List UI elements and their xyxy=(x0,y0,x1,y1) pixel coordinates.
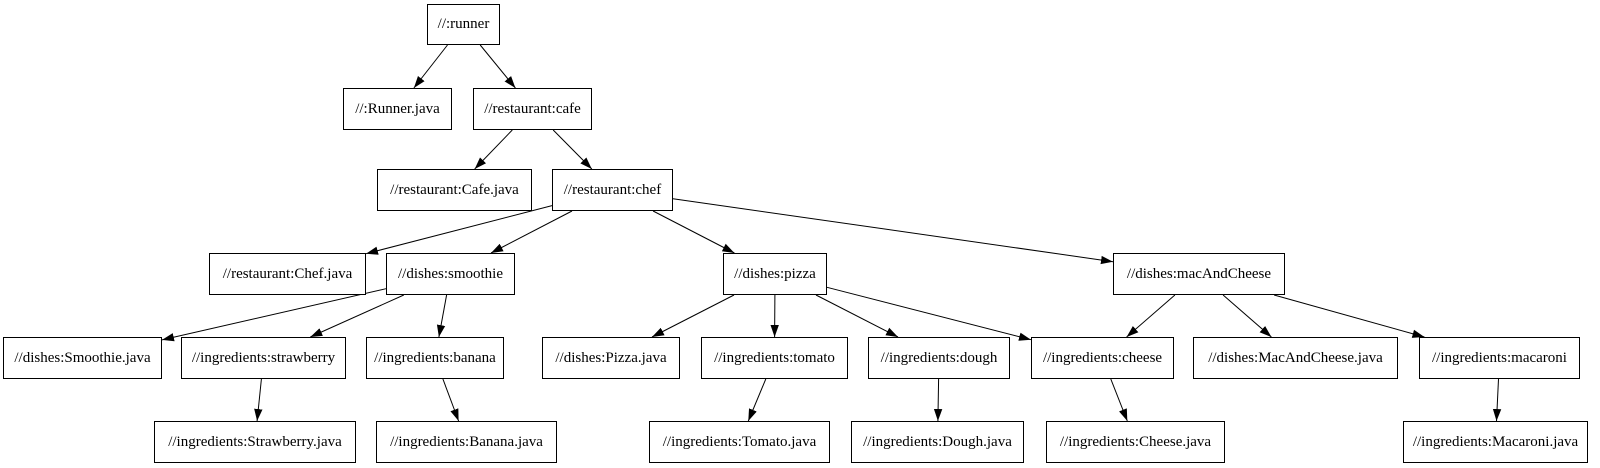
graph-node-label: //dishes:smoothie xyxy=(398,265,503,282)
graph-node-label: //restaurant:Chef.java xyxy=(222,265,353,282)
graph-edge-chef-to-smoothie xyxy=(490,210,573,254)
graph-node-smoothie: //dishes:smoothie xyxy=(386,253,515,295)
graph-edge-smoothie-to-strawberry xyxy=(310,294,405,338)
graph-node-strawberry_java: //ingredients:Strawberry.java xyxy=(154,421,356,463)
graph-node-label: //dishes:pizza xyxy=(734,265,816,282)
graph-node-label: //restaurant:Cafe.java xyxy=(390,181,519,198)
graph-node-label: //ingredients:Banana.java xyxy=(390,433,543,450)
graph-edge-pizza-to-cheese xyxy=(826,286,1032,341)
graph-node-chef_java: //restaurant:Chef.java xyxy=(209,253,366,295)
graph-node-mac_java: //dishes:MacAndCheese.java xyxy=(1193,337,1398,379)
graph-edge-chef-to-mac xyxy=(672,198,1114,265)
graph-edge-chef-to-chef_java xyxy=(365,205,553,255)
graph-edge-mac-to-cheese xyxy=(1126,294,1176,338)
graph-edge-dough-to-dough_java xyxy=(933,378,943,422)
graph-edge-cafe-to-cafe_java xyxy=(474,129,513,170)
graph-node-macaroni: //ingredients:macaroni xyxy=(1419,337,1580,379)
graph-node-cafe: //restaurant:cafe xyxy=(473,88,592,130)
graph-node-smoothie_java: //dishes:Smoothie.java xyxy=(3,337,162,379)
graph-edge-mac-to-macaroni xyxy=(1273,294,1425,338)
graph-edge-banana-to-banana_java xyxy=(442,378,460,422)
graph-edge-strawberry-to-strawberry_java xyxy=(254,378,263,422)
graph-node-runner: //:runner xyxy=(427,4,500,45)
graph-node-label: //ingredients:Cheese.java xyxy=(1059,433,1212,450)
graph-edge-runner-to-cafe xyxy=(479,44,516,89)
graph-edge-chef-to-pizza xyxy=(652,210,735,254)
graph-node-dough: //ingredients:dough xyxy=(868,337,1010,379)
graph-node-label: //dishes:Smoothie.java xyxy=(14,349,151,366)
graph-node-cheese: //ingredients:cheese xyxy=(1031,337,1174,379)
graph-edge-cafe-to-chef xyxy=(552,129,593,170)
graph-node-label: //ingredients:Dough.java xyxy=(863,433,1012,450)
graph-edge-macaroni-to-macaroni_java xyxy=(1492,378,1502,422)
graph-node-tomato_java: //ingredients:Tomato.java xyxy=(649,421,830,463)
graph-node-label: //ingredients:banana xyxy=(374,349,496,366)
graph-node-label: //restaurant:cafe xyxy=(484,100,581,117)
graph-node-label: //ingredients:Tomato.java xyxy=(662,433,817,450)
graph-node-label: //dishes:MacAndCheese.java xyxy=(1208,349,1383,366)
graph-node-label: //:runner xyxy=(437,16,490,32)
graph-edge-mac-to-mac_java xyxy=(1222,294,1272,338)
graph-node-cheese_java: //ingredients:Cheese.java xyxy=(1046,421,1225,463)
graph-node-macaroni_java: //ingredients:Macaroni.java xyxy=(1403,421,1588,463)
graph-node-label: //:Runner.java xyxy=(355,100,440,117)
graph-node-label: //ingredients:dough xyxy=(880,349,998,366)
graph-node-pizza: //dishes:pizza xyxy=(723,253,827,295)
graph-edge-cheese-to-cheese_java xyxy=(1110,378,1128,422)
graph-node-label: //dishes:Pizza.java xyxy=(555,349,667,366)
graph-edge-tomato-to-tomato_java xyxy=(747,378,767,422)
graph-node-chef: //restaurant:chef xyxy=(552,169,673,211)
graph-node-dough_java: //ingredients:Dough.java xyxy=(851,421,1024,463)
graph-edge-smoothie-to-banana xyxy=(436,294,448,338)
graph-node-pizza_java: //dishes:Pizza.java xyxy=(542,337,680,379)
graph-edge-smoothie-to-smoothie_java xyxy=(161,288,387,342)
graph-node-tomato: //ingredients:tomato xyxy=(701,337,848,379)
graph-node-label: //ingredients:macaroni xyxy=(1432,349,1567,366)
graph-node-mac: //dishes:macAndCheese xyxy=(1113,253,1285,295)
graph-node-label: //restaurant:chef xyxy=(563,181,662,198)
graph-node-cafe_java: //restaurant:Cafe.java xyxy=(377,169,532,211)
graph-node-banana: //ingredients:banana xyxy=(366,337,504,379)
graph-edge-runner-to-runner_java xyxy=(413,44,448,89)
graph-edge-pizza-to-dough xyxy=(815,294,899,338)
graph-node-strawberry: //ingredients:strawberry xyxy=(181,337,346,379)
graph-node-label: //ingredients:Strawberry.java xyxy=(168,433,342,450)
graph-node-label: //dishes:macAndCheese xyxy=(1126,265,1272,282)
graph-edge-pizza-to-pizza_java xyxy=(651,294,735,338)
graph-node-label: //ingredients:Macaroni.java xyxy=(1412,433,1579,450)
graph-node-label: //ingredients:strawberry xyxy=(191,349,336,366)
graph-node-runner_java: //:Runner.java xyxy=(343,88,452,130)
graph-node-banana_java: //ingredients:Banana.java xyxy=(376,421,557,463)
graph-node-label: //ingredients:cheese xyxy=(1042,349,1163,366)
graph-node-label: //ingredients:tomato xyxy=(714,349,835,366)
